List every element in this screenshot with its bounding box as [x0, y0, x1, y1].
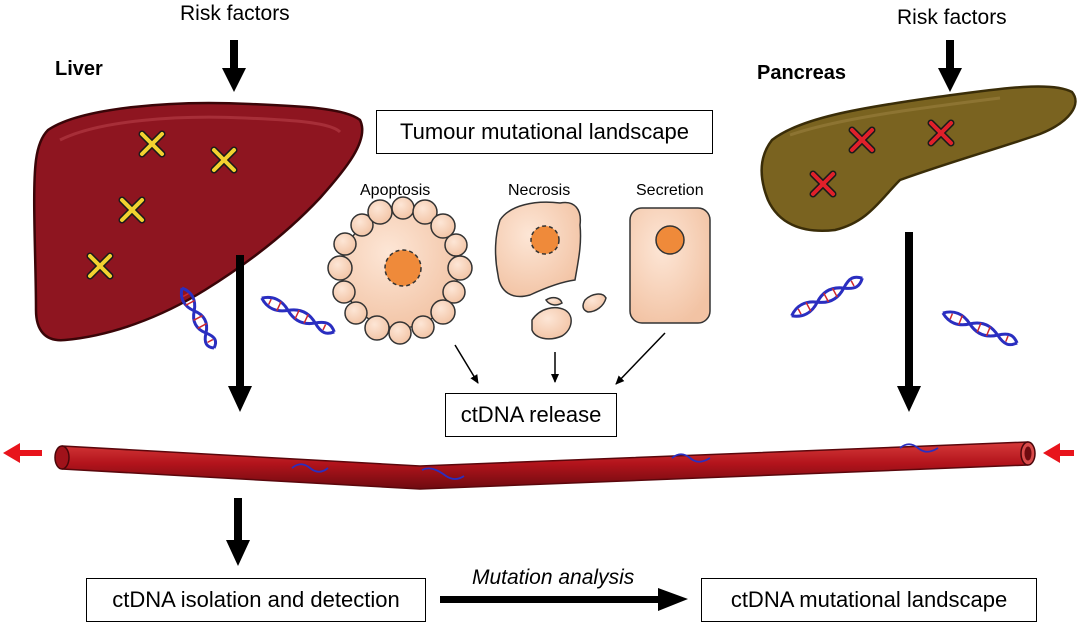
blood-vessel — [54, 441, 1036, 490]
ctdna-release-box: ctDNA release — [445, 393, 617, 437]
dna-helix-icon — [260, 295, 336, 335]
ctdna-mutational-landscape-box: ctDNA mutational landscape — [701, 578, 1037, 622]
dna-helix-icon — [790, 275, 864, 318]
dna-helix-icon — [179, 286, 218, 350]
liver-mutation-marker — [88, 254, 112, 278]
apoptosis-release-arrow — [454, 344, 479, 384]
pancreas-mutation-markers — [809, 119, 955, 198]
secretion-cell — [629, 207, 711, 324]
liver-to-blood-arrow — [228, 255, 252, 412]
liver-mutation-markers — [86, 130, 238, 280]
vessel-dna-icon — [671, 453, 711, 463]
dna-fragments — [179, 275, 1019, 350]
mutation-analysis-arrow — [440, 588, 688, 611]
apoptosis-cell — [327, 196, 473, 345]
pancreas-mutation-marker — [929, 121, 953, 145]
pancreas-mutation-marker — [811, 172, 835, 196]
pancreas-organ — [760, 85, 1077, 232]
liver-mutation-marker — [212, 148, 236, 172]
necrosis-cell — [494, 201, 607, 340]
mutation-analysis-label: Mutation analysis — [472, 566, 635, 589]
apoptosis-label: Apoptosis — [360, 182, 431, 199]
necrosis-label: Necrosis — [508, 182, 571, 199]
secretion-label: Secretion — [636, 182, 704, 199]
pancreas-mutation-marker — [850, 128, 874, 152]
dna-helix-icon — [941, 310, 1019, 347]
flow-arrow-right — [1043, 443, 1074, 463]
risk-factors-label-left: Risk factors — [180, 2, 290, 25]
secretion-release-arrow — [615, 332, 666, 385]
pancreas-to-blood-arrow — [897, 232, 921, 412]
liver-label: Liver — [55, 58, 103, 80]
tumour-mutational-landscape-box: Tumour mutational landscape — [376, 110, 713, 154]
liver-mutation-marker — [140, 132, 164, 156]
flow-arrow-left — [3, 443, 42, 463]
vessel-dna-icon — [291, 463, 329, 473]
ctdna-isolation-detection-box: ctDNA isolation and detection — [86, 578, 426, 622]
risk-factor-arrow-left — [222, 40, 246, 92]
pancreas-label: Pancreas — [757, 62, 846, 84]
risk-factors-label-right: Risk factors — [897, 6, 1007, 29]
vessel-dna-icon — [421, 467, 465, 480]
liver-mutation-marker — [120, 198, 144, 222]
risk-factor-arrow-right — [938, 40, 962, 92]
vessel-dna-icon — [899, 443, 939, 453]
liver-organ — [32, 101, 364, 342]
blood-to-isolation-arrow — [226, 498, 250, 566]
